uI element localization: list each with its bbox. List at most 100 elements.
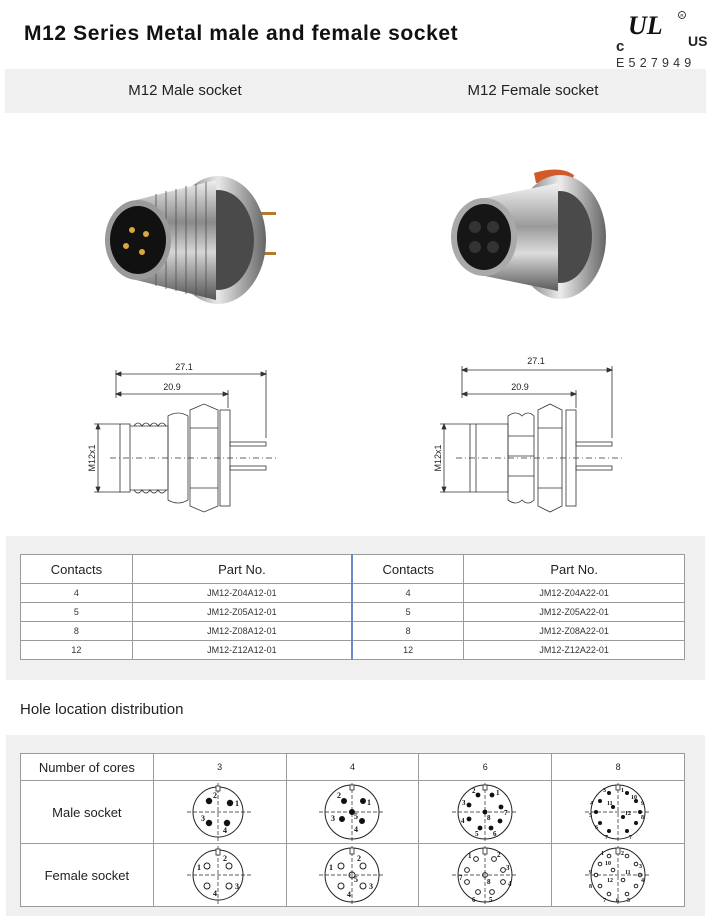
- part-no-cell: JM12-Z05A22-01: [463, 602, 685, 622]
- svg-text:3: 3: [639, 864, 642, 870]
- svg-text:4: 4: [347, 890, 351, 899]
- svg-text:4: 4: [461, 817, 465, 825]
- svg-text:10: 10: [631, 795, 637, 801]
- svg-text:6: 6: [616, 898, 619, 904]
- svg-text:4: 4: [223, 826, 227, 835]
- svg-text:11: 11: [625, 870, 631, 876]
- part-no-cell: JM12-Z12A12-01: [131, 640, 353, 660]
- svg-text:11: 11: [607, 801, 613, 807]
- svg-text:1: 1: [367, 798, 371, 807]
- contacts-cell: 12: [20, 640, 133, 660]
- svg-text:3: 3: [462, 799, 466, 807]
- cores-count: 8: [551, 753, 685, 781]
- drawing-overall-length: 27.1: [175, 362, 193, 372]
- svg-text:6: 6: [472, 896, 476, 904]
- svg-text:2: 2: [621, 851, 624, 857]
- table-row: 5 JM12-Z05A12-01 5 JM12-Z05A22-01: [20, 602, 685, 622]
- cert-right-mark: US: [688, 33, 708, 49]
- part-no-cell: JM12-Z04A22-01: [463, 583, 685, 603]
- svg-text:8: 8: [487, 814, 491, 822]
- svg-text:9: 9: [589, 870, 592, 876]
- female-socket-label: M12 Female socket: [467, 82, 599, 99]
- part-number-section: Contacts Part No. Contacts Part No. 4 JM…: [6, 536, 705, 680]
- table-row: 8 JM12-Z08A12-01 8 JM12-Z08A22-01: [20, 621, 685, 641]
- ul-logo-icon: UL R: [628, 11, 686, 40]
- cores-count: 3: [152, 753, 287, 781]
- contacts-header: Contacts: [20, 554, 133, 584]
- svg-text:1: 1: [197, 863, 201, 872]
- female-socket-row-label: Female socket: [20, 843, 154, 907]
- svg-text:5: 5: [354, 875, 358, 884]
- svg-text:8: 8: [641, 815, 644, 821]
- svg-text:3: 3: [331, 814, 335, 823]
- female-socket-drawing: 27.1 20.9 M12x1: [433, 356, 622, 513]
- product-label-band: M12 Male socket M12 Female socket: [5, 69, 706, 113]
- svg-text:3: 3: [603, 788, 606, 794]
- drawing-body-length: 20.9: [511, 382, 529, 392]
- cores-count: 4: [285, 753, 420, 781]
- svg-text:2: 2: [223, 854, 227, 863]
- part-no-cell: JM12-Z12A22-01: [463, 640, 685, 660]
- svg-text:7: 7: [629, 835, 632, 841]
- table-row: 4 JM12-Z04A12-01 4 JM12-Z04A22-01: [20, 583, 685, 603]
- part-number-table: Contacts Part No. Contacts Part No. 4 JM…: [20, 554, 685, 660]
- table-header-row: Number of cores 3 4 6 8: [20, 753, 685, 781]
- table-header-row: Contacts Part No. Contacts Part No.: [20, 554, 685, 584]
- svg-text:8: 8: [487, 878, 491, 886]
- svg-text:7: 7: [605, 835, 608, 841]
- drawing-body-length: 20.9: [163, 382, 181, 392]
- svg-text:2: 2: [472, 787, 476, 795]
- table-row: 12 JM12-Z12A12-01 12 JM12-Z12A22-01: [20, 640, 685, 660]
- hole-distribution-title: Hole location distribution: [20, 701, 184, 718]
- contacts-cell: 12: [350, 640, 465, 660]
- contacts-cell: 4: [20, 583, 133, 603]
- page-title: M12 Series Metal male and female socket: [24, 22, 459, 45]
- svg-text:12: 12: [625, 811, 631, 817]
- drawing-overall-length: 27.1: [527, 356, 545, 366]
- svg-text:7: 7: [504, 809, 508, 817]
- svg-text:2: 2: [497, 851, 501, 859]
- svg-text:3: 3: [369, 882, 373, 891]
- male-socket-drawing: 27.1 20.9 M12x1: [87, 362, 276, 513]
- svg-text:3: 3: [201, 814, 205, 823]
- cert-left-mark: c: [616, 38, 625, 55]
- svg-text:12: 12: [607, 878, 613, 884]
- male-socket-photo: [105, 176, 276, 304]
- svg-text:5: 5: [489, 896, 493, 904]
- contacts-cell: 8: [20, 621, 133, 641]
- svg-text:2: 2: [357, 854, 361, 863]
- svg-text:2: 2: [337, 791, 341, 800]
- svg-text:7: 7: [603, 898, 606, 904]
- svg-text:1: 1: [235, 799, 239, 808]
- part-no-cell: JM12-Z05A12-01: [131, 602, 353, 622]
- svg-text:6: 6: [493, 830, 497, 838]
- svg-text:8: 8: [589, 884, 592, 890]
- contacts-header: Contacts: [350, 554, 465, 584]
- svg-text:4: 4: [354, 825, 358, 834]
- cores-header: Number of cores: [20, 753, 154, 781]
- contacts-cell: 8: [350, 621, 465, 641]
- svg-text:2: 2: [213, 791, 217, 800]
- certification-mark: UL R c US E527949: [616, 10, 708, 70]
- svg-text:1: 1: [496, 789, 500, 797]
- part-no-header: Part No.: [463, 554, 685, 584]
- svg-text:3: 3: [506, 864, 510, 872]
- svg-text:1: 1: [601, 851, 604, 857]
- cores-count: 6: [418, 753, 553, 781]
- drawing-thread-label: M12x1: [87, 444, 97, 471]
- svg-text:1: 1: [329, 863, 333, 872]
- part-no-cell: JM12-Z08A12-01: [131, 621, 353, 641]
- svg-text:4: 4: [590, 801, 593, 807]
- svg-text:4: 4: [508, 880, 512, 888]
